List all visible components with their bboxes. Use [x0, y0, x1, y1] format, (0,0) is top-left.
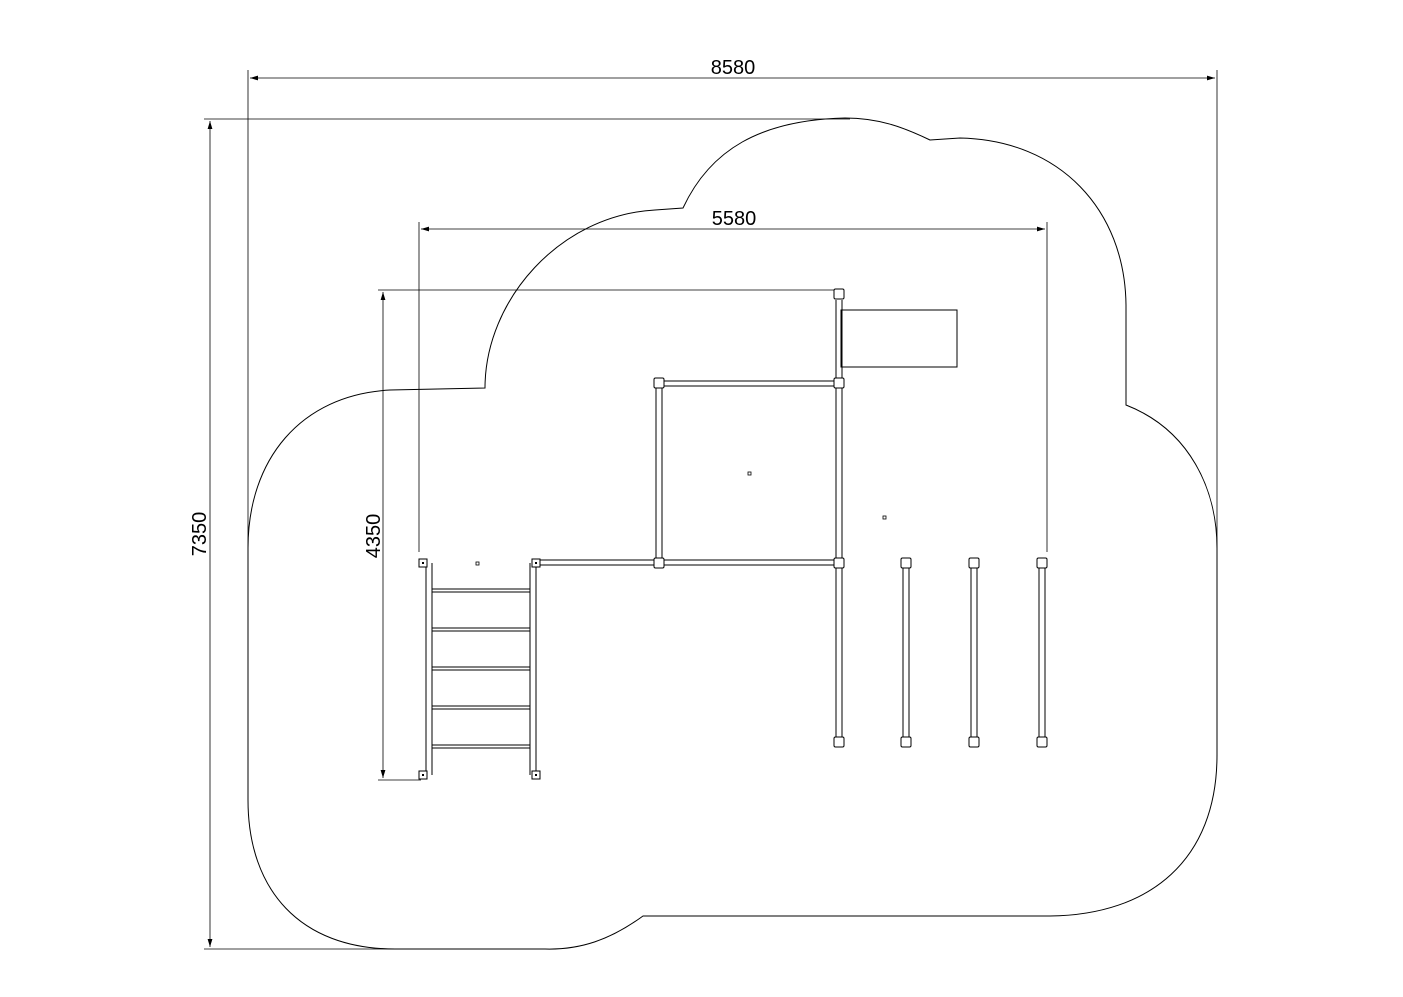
overall-height-dimension: 7350 — [189, 118, 850, 950]
post — [653, 377, 665, 389]
ladder-post-bolt — [535, 562, 537, 564]
equipment-width-label: 5580 — [712, 208, 757, 230]
overall-width-dimension: 8580 — [247, 57, 1218, 548]
post — [900, 557, 912, 569]
ladder-post-bolt — [535, 774, 537, 776]
overall-width-label: 8580 — [711, 57, 756, 79]
climbing-ladder — [425, 561, 537, 775]
safety-zone-outline — [247, 117, 1218, 950]
ladder-post-bolt — [422, 774, 424, 776]
overall-height-label: 7350 — [189, 512, 211, 557]
equipment-width-dimension: 5580 — [418, 208, 1048, 552]
equipment-height-dimension: 4350 — [363, 289, 836, 781]
slide — [835, 300, 958, 383]
poles — [902, 563, 1046, 742]
ladder-post-bolt — [422, 562, 424, 564]
post — [1036, 557, 1048, 569]
post — [833, 288, 845, 300]
post — [968, 557, 980, 569]
post — [968, 736, 980, 748]
post — [833, 557, 845, 569]
post — [833, 736, 845, 748]
posts — [418, 288, 1048, 780]
equipment-height-label: 4350 — [363, 514, 385, 559]
post — [1036, 736, 1048, 748]
post — [833, 377, 845, 389]
post — [900, 736, 912, 748]
post — [653, 557, 665, 569]
